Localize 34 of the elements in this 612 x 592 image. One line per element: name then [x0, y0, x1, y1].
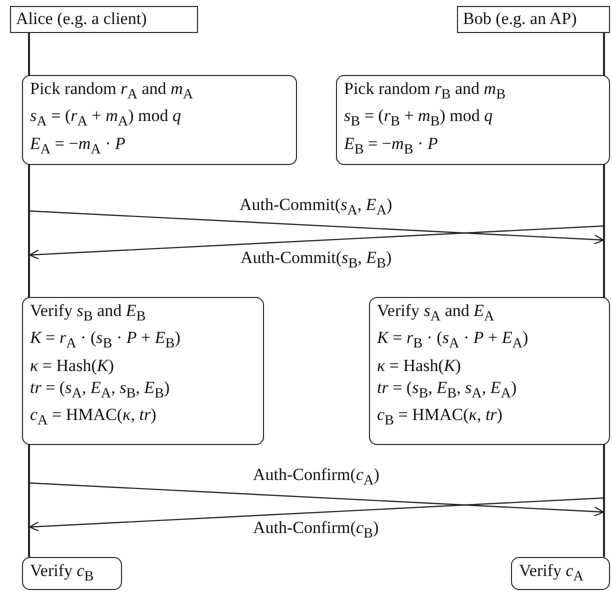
- lifeline: [28, 33, 30, 557]
- equation-text: K = r$_{A}$ · (s$_{B}$ · P + E$_{B}$): [30, 327, 182, 354]
- computation-box: [336, 75, 610, 165]
- message-arrow: [30, 210, 604, 245]
- message-arrow: [30, 482, 604, 517]
- step-text: Verify c$_{A}$: [519, 560, 585, 586]
- computation-box: [511, 557, 610, 590]
- participant-name: Bob (e.g. an AP): [463, 8, 578, 30]
- equation-text: c$_{B}$ = HMAC(κ, tr): [377, 404, 504, 431]
- computation-box: [22, 297, 264, 445]
- equation-text: E$_{A}$ = −m$_{A}$ · P: [30, 132, 126, 160]
- lifeline: [603, 33, 605, 557]
- equation-text: tr = (s$_{A}$, E$_{A}$, s$_{B}$, E$_{B}$): [30, 376, 171, 404]
- equation-text: κ = Hash(K): [30, 354, 115, 377]
- step-text: Verify c$_{B}$: [30, 560, 95, 586]
- participant-box: [457, 6, 610, 33]
- participant-name: Alice (e.g. a client): [16, 8, 148, 30]
- message-arrow: [29, 225, 604, 260]
- equation-text: s$_{A}$ = (r$_{A}$ + m$_{A}$) mod q: [30, 105, 182, 132]
- equation-text: s$_{B}$ = (r$_{B}$ + m$_{B}$) mod q: [344, 105, 494, 132]
- step-text: Pick random r$_{A}$ and m$_{A}$: [30, 78, 194, 104]
- equation-text: tr = (s$_{B}$, E$_{B}$, s$_{A}$, E$_{A}$): [377, 376, 518, 404]
- step-text: Verify s$_{A}$ and E$_{A}$: [377, 300, 496, 326]
- step-text: Verify s$_{B}$ and E$_{B}$: [30, 300, 147, 326]
- computation-box: [22, 75, 297, 165]
- step-text: Pick random r$_{B}$ and m$_{B}$: [344, 78, 507, 104]
- equation-text: K = r$_{B}$ · (s$_{A}$ · P + E$_{A}$): [377, 327, 530, 354]
- computation-box: [369, 297, 610, 445]
- equation-text: c$_{A}$ = HMAC(κ, tr): [30, 404, 158, 431]
- equation-text: κ = Hash(K): [377, 354, 462, 377]
- equation-text: E$_{B}$ = −m$_{B}$ · P: [344, 132, 439, 160]
- computation-box: [22, 557, 122, 590]
- participant-box: [10, 6, 198, 33]
- message-arrow: [29, 497, 604, 532]
